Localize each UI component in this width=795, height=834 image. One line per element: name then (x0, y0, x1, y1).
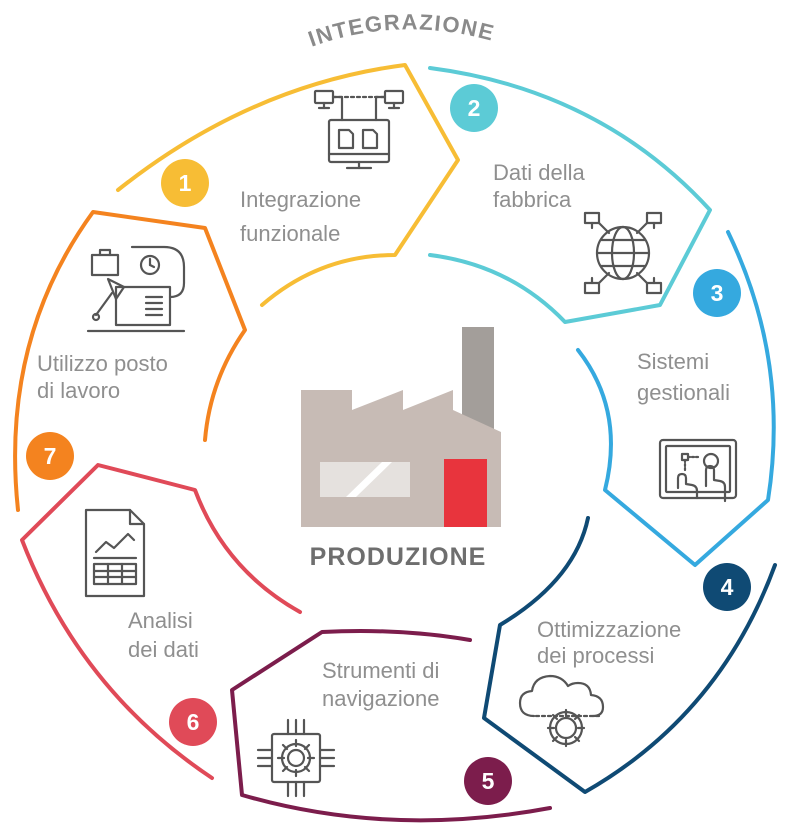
segment-6-label-line2: dei dati (128, 637, 199, 662)
factory-door (444, 459, 487, 527)
segment-6: 6 Analisi dei dati (20, 463, 302, 780)
diagram-title-text: INTEGRAZIONE (305, 9, 496, 51)
segment-3-badge (693, 269, 741, 317)
factory-window-glare (346, 462, 392, 497)
diagram-title: INTEGRAZIONE (305, 9, 498, 51)
segment-2-label-line1: Dati della (493, 160, 585, 185)
globe-network-icon (583, 211, 663, 295)
segment-3-label-line2: gestionali (637, 380, 730, 405)
segment-4-arc (482, 516, 777, 794)
segment-2-label-line2: fabbrica (493, 187, 572, 212)
segment-3: 3 Sistemi gestionali (576, 230, 776, 567)
segment-2-number: 2 (468, 95, 481, 121)
segment-5-number: 5 (482, 768, 495, 794)
segment-5-badge (464, 757, 512, 805)
segment-5-arc (230, 629, 552, 823)
segment-4-label-line2: dei processi (537, 643, 654, 668)
segment-3-number: 3 (711, 280, 724, 306)
segment-4-number: 4 (721, 574, 734, 600)
segment-7-label-line2: di lavoro (37, 378, 120, 403)
chip-gear-icon (256, 718, 336, 798)
segment-3-label-line1: Sistemi (637, 349, 709, 374)
segment-6-badge (169, 698, 217, 746)
segment-6-label-line1: Analisi (128, 608, 193, 633)
segment-7-badge (26, 432, 74, 480)
factory-illustration (301, 327, 501, 527)
segment-6-number: 6 (187, 709, 200, 735)
workstation-icon (86, 245, 186, 333)
report-chart-icon (84, 508, 146, 598)
touchscreen-icon (658, 438, 738, 503)
segment-1-number: 1 (179, 170, 192, 196)
segment-7-arc (13, 210, 247, 512)
segment-7-label-line1: Utilizzo posto (37, 351, 168, 376)
computers-network-icon (313, 89, 405, 170)
segment-3-arc (576, 230, 776, 567)
segment-4: 4 Ottimizzazione dei processi (482, 516, 777, 794)
segment-2-arc (428, 66, 712, 324)
segment-2-badge (450, 84, 498, 132)
segment-4-label-line1: Ottimizzazione (537, 617, 681, 642)
segment-5: 5 Strumenti di navigazione (230, 629, 552, 823)
segment-1-label-line1: Integrazione (240, 187, 361, 212)
segment-7: 7 Utilizzo posto di lavoro (13, 210, 247, 512)
segment-1-badge (161, 159, 209, 207)
segment-2: 2 Dati della fabbrica (428, 66, 712, 324)
segment-6-arc (20, 463, 302, 780)
segment-4-badge (703, 563, 751, 611)
segment-5-label-line1: Strumenti di (322, 658, 439, 683)
center-label: PRODUZIONE (310, 543, 487, 571)
segment-5-label-line2: navigazione (322, 686, 439, 711)
segment-7-number: 7 (44, 443, 57, 469)
segment-1-label-line2: funzionale (240, 221, 340, 246)
segment-1: 1 Integrazione funzionale (116, 63, 460, 307)
cloud-gear-icon (518, 674, 605, 748)
segment-1-arc (116, 63, 460, 307)
